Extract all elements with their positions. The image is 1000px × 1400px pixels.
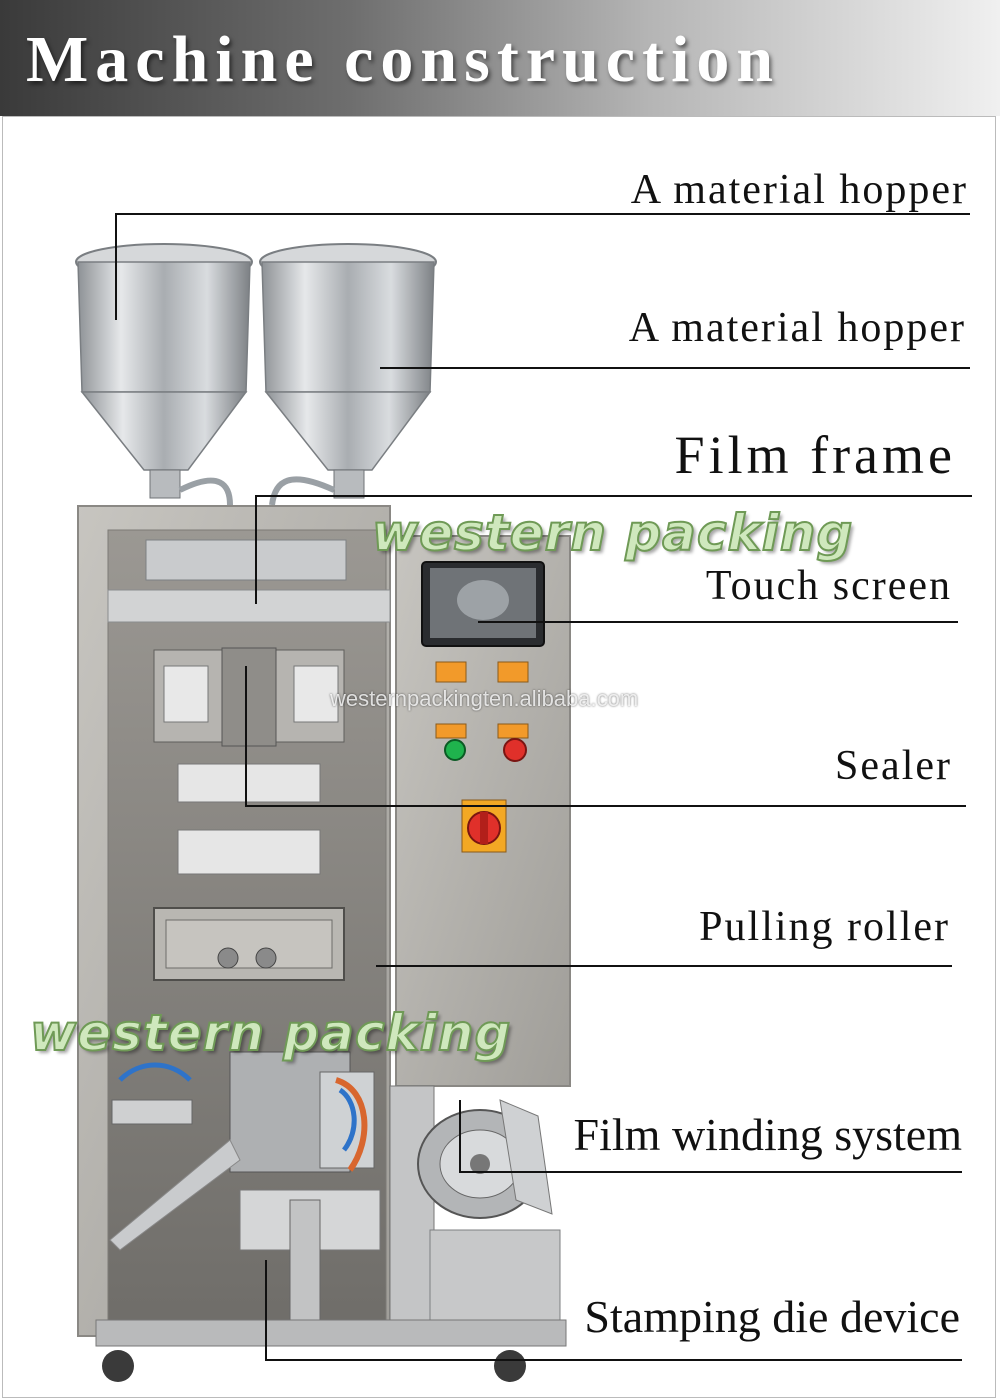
label-material-hopper-1: A material hopper: [630, 167, 968, 213]
label-film-winding-system: Film winding system: [573, 1109, 962, 1160]
control-panel: [395, 535, 571, 1087]
packing-machine-illustration: [75, 213, 972, 1382]
stamping-die-assembly: [111, 1051, 381, 1321]
hopper-left: [75, 243, 253, 499]
watermark-brand-bottom: western packing: [29, 1003, 512, 1063]
pulling-roller-assembly: [153, 907, 345, 981]
watermark-brand-top: western packing: [371, 503, 854, 563]
label-film-frame: Film frame: [674, 425, 956, 485]
sealer-assembly: [153, 647, 345, 875]
label-sealer: Sealer: [835, 743, 952, 789]
page-title: Machine construction: [26, 23, 781, 96]
label-stamping-die-device: Stamping die device: [584, 1291, 960, 1342]
label-material-hopper-2: A material hopper: [628, 305, 966, 351]
watermark-url: westernpackingten.alibaba.com: [330, 686, 639, 711]
film-winding-assembly: [389, 1085, 561, 1341]
hopper-right: [259, 243, 437, 499]
label-touch-screen: Touch screen: [705, 563, 952, 609]
label-pulling-roller: Pulling roller: [699, 904, 950, 950]
header-banner: Machine construction: [0, 0, 1000, 116]
content-frame: [2, 116, 996, 1398]
leader-lines: [115, 213, 972, 1361]
